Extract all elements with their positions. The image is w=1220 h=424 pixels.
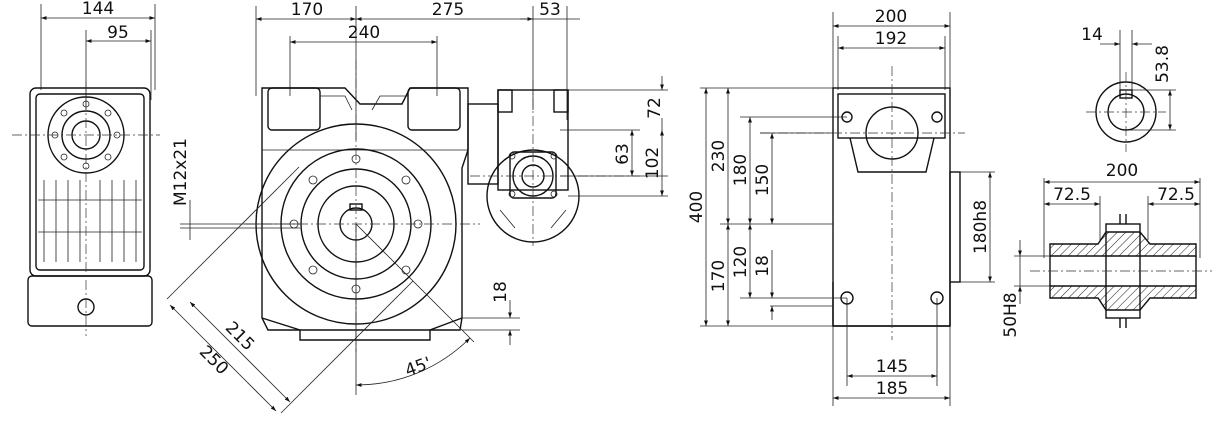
dim-170-top: 170 <box>291 0 323 20</box>
dim-170-left: 170 <box>709 260 729 292</box>
dim-m12x21: M12x21 <box>171 138 191 206</box>
dim-63: 63 <box>613 143 633 165</box>
dim-275: 275 <box>432 0 464 20</box>
dim-200-shaft: 200 <box>1106 161 1138 181</box>
dim-145: 145 <box>876 357 908 377</box>
dim-538: 53.8 <box>1153 45 1173 83</box>
dim-line-250 <box>169 304 277 412</box>
dim-185: 185 <box>876 379 908 399</box>
hollow-shaft-end-view: 14 53.8 <box>1081 25 1176 152</box>
angle-arc-45 <box>355 337 471 387</box>
dim-95: 95 <box>107 23 129 43</box>
shaft-wall-lower <box>1049 285 1197 311</box>
dim-53: 53 <box>539 0 561 20</box>
dim-120: 120 <box>731 246 751 278</box>
dim-725-right: 72.5 <box>1157 185 1195 205</box>
dim-192: 192 <box>875 29 907 49</box>
dim-400: 400 <box>687 191 707 223</box>
dim-18-front: 18 <box>491 281 511 303</box>
dim-18-mid: 18 <box>753 255 773 277</box>
top-lug-right <box>407 87 461 131</box>
dim-72: 72 <box>645 97 665 119</box>
dim-50h8: 50H8 <box>1001 292 1021 337</box>
base-foot-side <box>27 275 153 327</box>
dim-144: 144 <box>82 0 114 19</box>
dim-45deg: 45' <box>403 353 435 381</box>
dim-102: 102 <box>643 147 663 179</box>
dim-230: 230 <box>709 140 729 172</box>
dim-240: 240 <box>348 23 380 43</box>
dim-180h8: 180h8 <box>971 200 991 254</box>
hollow-shaft-section: 200 72.5 72.5 50H8 <box>1001 161 1212 338</box>
dim-725-left: 72.5 <box>1053 185 1091 205</box>
front-view: 170 275 53 240 <box>166 0 668 414</box>
side-view-left: 144 95 <box>12 0 160 336</box>
dim-200-top: 200 <box>875 7 907 27</box>
dim-180-left: 180 <box>731 154 751 186</box>
housing-top-view <box>832 87 951 327</box>
dim-250: 250 <box>195 342 232 379</box>
cooling-fins <box>38 180 142 262</box>
output-view: 200 192 400 230 180 150 120 <box>687 7 995 406</box>
gearbox-housing-side <box>29 87 151 277</box>
dim-150: 150 <box>753 164 773 196</box>
dim-14: 14 <box>1081 25 1103 45</box>
dim-215: 215 <box>221 318 258 355</box>
top-lug-left <box>267 87 321 131</box>
shaft-wall-upper <box>1049 231 1197 257</box>
